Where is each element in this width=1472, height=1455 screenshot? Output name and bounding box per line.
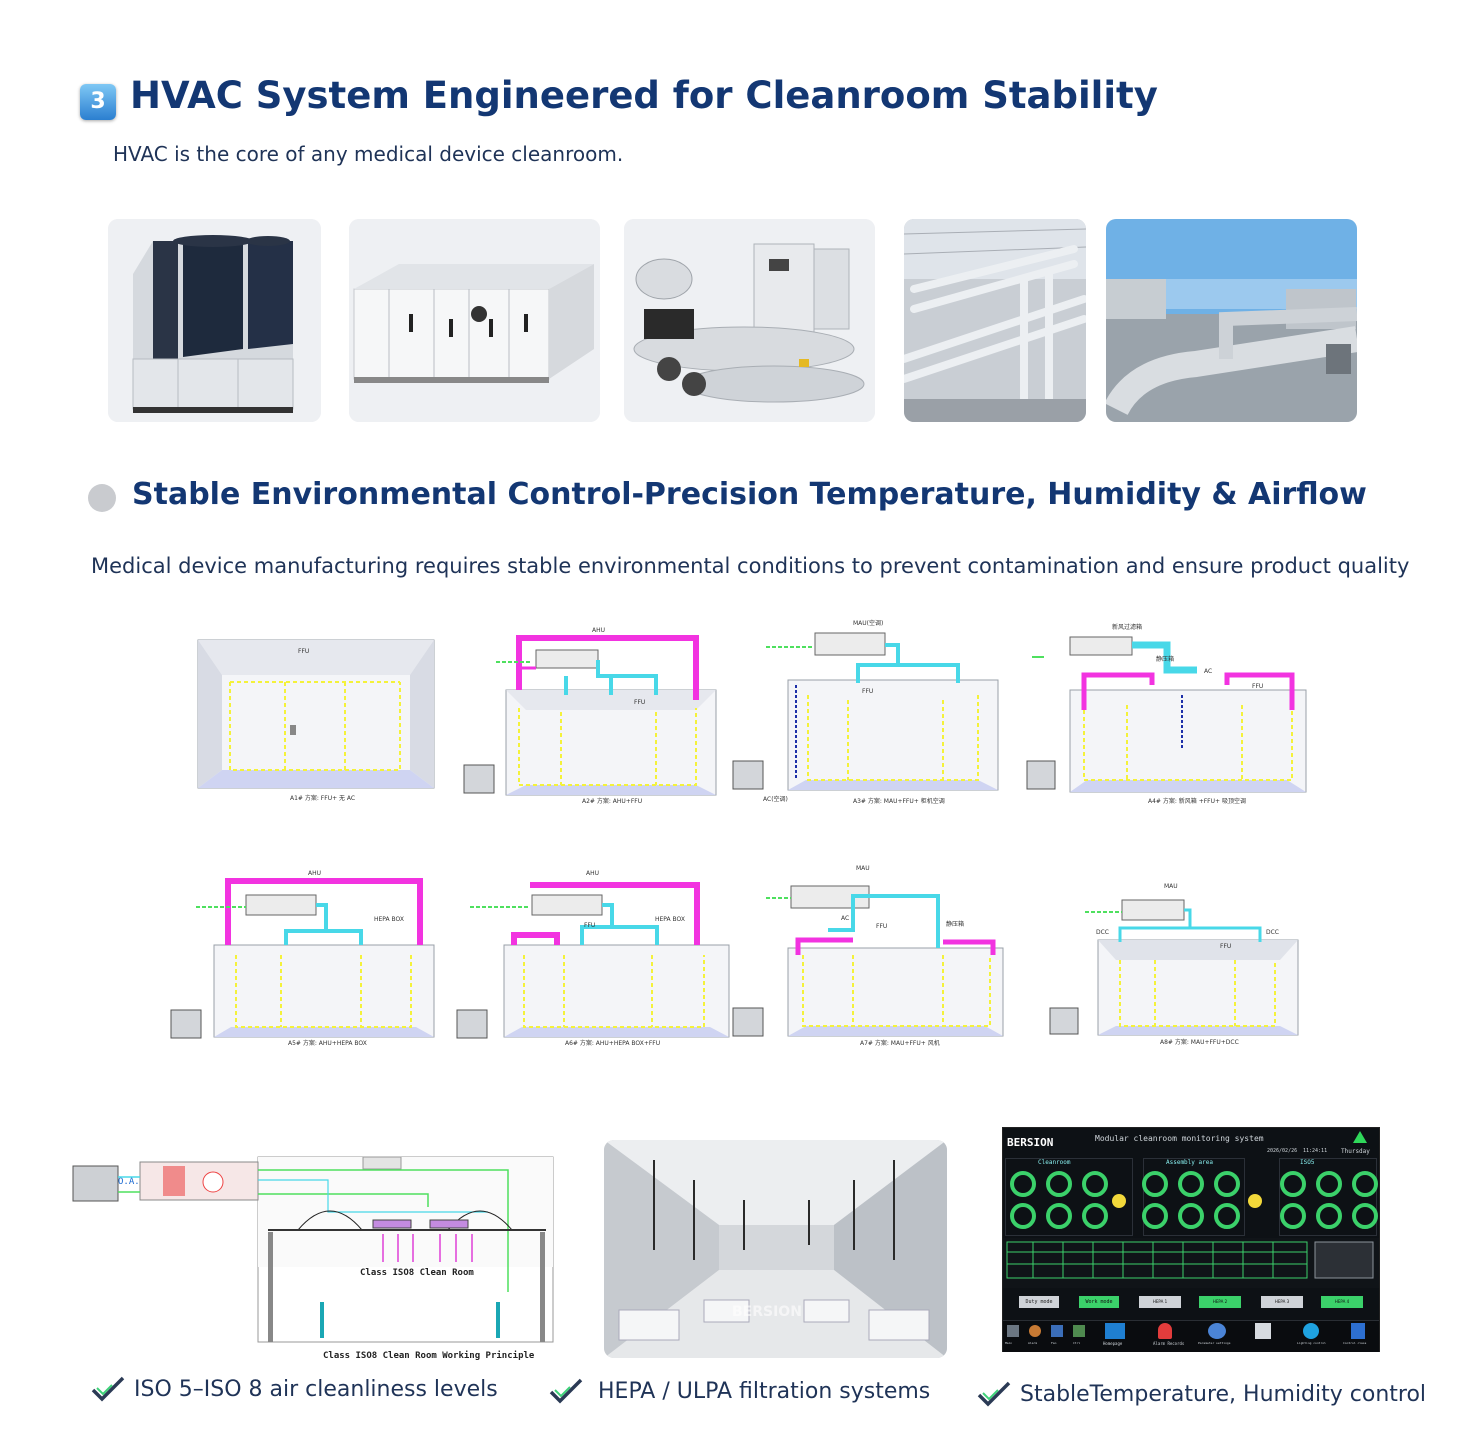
gauge-grid [1010, 1171, 1378, 1229]
scheme-diagram-a3: MAU(空调) FFU AC(空调) A3# 方案: MAU+FFU+ 柜机空调 [728, 615, 1018, 815]
svg-text:DCC: DCC [1266, 929, 1279, 936]
alarm-bell-icon[interactable] [1158, 1323, 1172, 1339]
page-title: HVAC System Engineered for Cleanroom Sta… [130, 74, 1158, 117]
hepa-button-3[interactable]: HEPA 3 [1261, 1296, 1303, 1308]
svg-text:AHU: AHU [586, 870, 599, 877]
svg-text:HEPA BOX: HEPA BOX [655, 916, 685, 923]
scheme-caption: A1# 方案: FFU+ 无 AC [290, 794, 355, 802]
scheme-label: FFU [298, 648, 309, 655]
scheme-caption: A8# 方案: MAU+FFU+DCC [1160, 1038, 1239, 1046]
svg-text:FFU: FFU [862, 688, 873, 695]
calendar-icon[interactable] [1255, 1323, 1271, 1339]
scheme-diagram-a4: 新风过滤箱 静压箱 AC FFU A4# 方案: 新风箱 +FFU+ 吸顶空调 [1022, 615, 1312, 815]
svg-text:FFU: FFU [1220, 943, 1231, 950]
zone-assembly-area: Assembly area [1143, 1158, 1245, 1236]
monitoring-system-screen: BERSION Modular cleanroom monitoring sys… [1002, 1127, 1380, 1352]
svg-text:FFU: FFU [584, 922, 595, 929]
svg-text:FFU: FFU [1252, 683, 1263, 690]
scheme-caption: A6# 方案: AHU+HEPA BOX+FFU [565, 1039, 660, 1047]
rooftop-ducting-photo [1106, 219, 1357, 422]
scheme-caption: A5# 方案: AHU+HEPA BOX [288, 1039, 367, 1047]
scheme-caption: A2# 方案: AHU+FFU [582, 797, 642, 805]
work-mode-button[interactable]: Work mode [1079, 1296, 1119, 1308]
svg-text:HEPA BOX: HEPA BOX [374, 916, 404, 923]
monitor-brand: BERSION [1007, 1136, 1054, 1149]
hepa-button-1[interactable]: HEPA 1 [1139, 1296, 1181, 1308]
nav-icon-fan[interactable] [1051, 1325, 1063, 1337]
air-cooled-chiller-photo [108, 219, 321, 422]
svg-text:FFU: FFU [876, 923, 887, 930]
page-subtitle: HVAC is the core of any medical device c… [113, 142, 624, 166]
svg-text:静压箱: 静压箱 [946, 920, 964, 928]
scheme-caption: A4# 方案: 新风箱 +FFU+ 吸顶空调 [1148, 797, 1246, 805]
scheme-diagram-a1: FFU A1# 方案: FFU+ 无 AC [190, 630, 480, 830]
svg-text:DCC: DCC [1096, 929, 1109, 936]
hepa-button-2[interactable]: HEPA 2 [1199, 1296, 1241, 1308]
check-icon [549, 1378, 583, 1404]
monitor-nav-bar: Main Alarm Fan Ctrl Homepage Alarm Recor… [1003, 1320, 1379, 1352]
section-bullet [88, 484, 116, 512]
users-icon[interactable] [1208, 1323, 1226, 1339]
scheme-diagram-a2: AHU FFU A2# 方案: AHU+FFU [456, 620, 746, 820]
svg-text:AHU: AHU [592, 627, 605, 634]
scheme-caption: A3# 方案: MAU+FFU+ 柜机空调 [853, 797, 945, 805]
monitor-time: 11:24:11 [1303, 1148, 1328, 1154]
insulated-pipework-photo [904, 219, 1086, 422]
homepage-icon[interactable] [1105, 1323, 1125, 1339]
principle-caption: Class ISO8 Clean Room Working Principle [323, 1350, 535, 1361]
scheme-diagram-a8: MAU DCC FFU DCC A8# 方案: MAU+FFU+DCC [1030, 860, 1320, 1060]
svg-text:MAU(空调): MAU(空调) [853, 619, 883, 627]
iso8-principle-diagram: O.A. Class ISO8 Clean Room Class ISO8 Cl… [68, 1152, 558, 1364]
feature-hepa-filtration: HEPA / ULPA filtration systems [548, 1376, 930, 1406]
oa-label: O.A. [118, 1177, 140, 1187]
zone-cleanroom: Cleanroom [1005, 1158, 1133, 1236]
room-label: Class ISO8 Clean Room [360, 1268, 474, 1278]
svg-text:AHU: AHU [308, 870, 321, 877]
scheme-diagram-a6: AHU FFU HEPA BOX A6# 方案: AHU+HEPA BOX+FF… [452, 865, 742, 1065]
cleanroom-corridor-photo: BERSION [604, 1140, 947, 1358]
monitor-date: 2026/02/26 [1267, 1148, 1298, 1154]
svg-text:AC(空调): AC(空调) [763, 795, 788, 803]
nav-icon-ctrl[interactable] [1073, 1325, 1085, 1337]
equipment-schematic [1003, 1238, 1379, 1288]
water-cooled-chiller-photo [624, 219, 875, 422]
lighting-icon[interactable] [1303, 1323, 1319, 1339]
hepa-button-4[interactable]: HEPA 4 [1321, 1296, 1363, 1308]
monitor-title: Modular cleanroom monitoring system [1095, 1134, 1264, 1143]
svg-text:AC: AC [841, 915, 849, 922]
check-icon [977, 1381, 1011, 1407]
section-title: Stable Environmental Control-Precision T… [132, 477, 1367, 512]
control-icon[interactable] [1351, 1323, 1365, 1339]
photo-watermark: BERSION [732, 1304, 802, 1320]
svg-text:MAU: MAU [1164, 883, 1178, 890]
check-icon [91, 1376, 125, 1402]
svg-text:新风过滤箱: 新风过滤箱 [1112, 623, 1142, 631]
feature-iso-levels: ISO 5–ISO 8 air cleanliness levels [90, 1374, 498, 1404]
scheme-diagram-a7: MAU AC FFU 静压箱 A7# 方案: MAU+FFU+ 风机 [728, 860, 1018, 1060]
feature-temperature-humidity: StableTemperature, Humidity control [976, 1379, 1426, 1409]
svg-text:AC: AC [1204, 668, 1212, 675]
section-number-badge: 3 [80, 84, 116, 120]
nav-icon-main[interactable] [1007, 1325, 1019, 1337]
svg-text:FFU: FFU [634, 699, 645, 706]
scheme-caption: A7# 方案: MAU+FFU+ 风机 [860, 1039, 940, 1047]
zone-iso5: ISO5 [1279, 1158, 1377, 1236]
svg-text:静压箱: 静压箱 [1156, 655, 1174, 663]
monitor-weekday: Thursday [1341, 1148, 1370, 1155]
section-description: Medical device manufacturing requires st… [91, 554, 1410, 578]
air-handling-unit-photo [349, 219, 600, 422]
warning-icon [1353, 1131, 1367, 1143]
nav-icon-alarm[interactable] [1029, 1325, 1041, 1337]
svg-text:MAU: MAU [856, 865, 870, 872]
scheme-diagram-a5: AHU HEPA BOX A5# 方案: AHU+HEPA BOX [166, 865, 456, 1065]
duty-mode-button[interactable]: Duty mode [1019, 1296, 1059, 1308]
